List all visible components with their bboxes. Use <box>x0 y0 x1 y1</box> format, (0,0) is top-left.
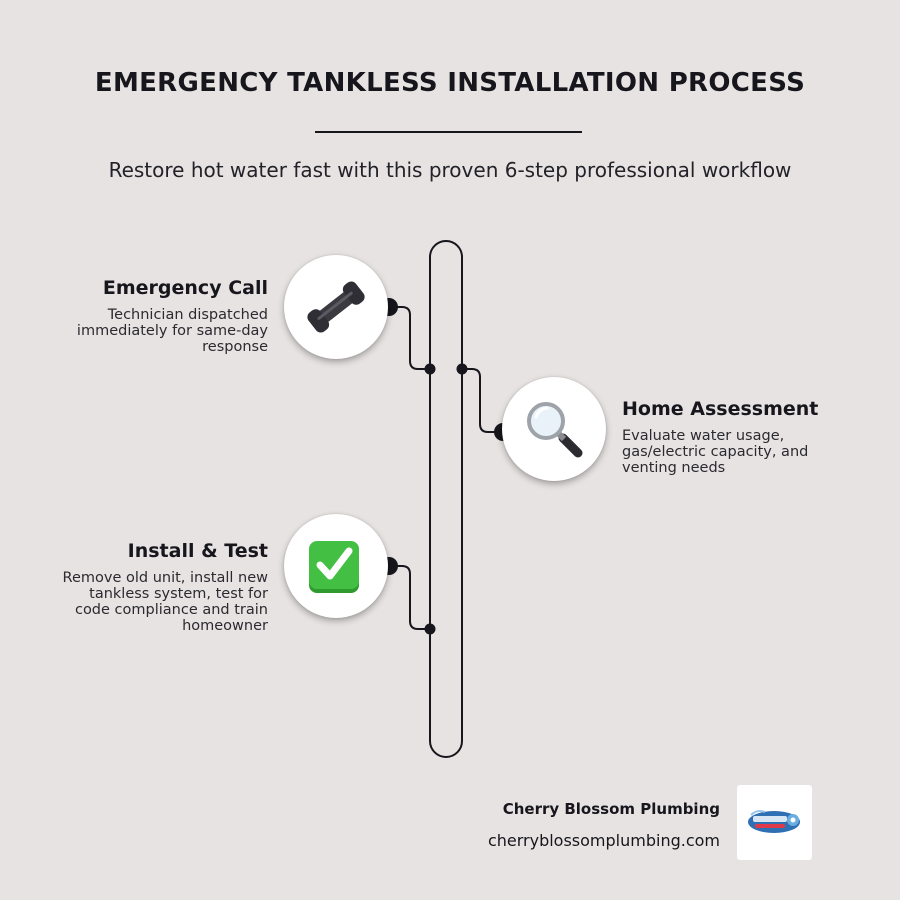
step-title: Emergency Call <box>102 277 268 299</box>
step-install-test: Install & Test Remove old unit, install … <box>28 540 268 634</box>
junction-emergency-call <box>424 363 436 375</box>
check-mark-icon <box>309 541 359 593</box>
title-divider <box>315 131 582 133</box>
step-home-assessment: Home Assessment Evaluate water usage, ga… <box>622 398 892 476</box>
telephone-icon <box>307 281 365 333</box>
company-name: Cherry Blossom Plumbing <box>502 800 720 818</box>
step-description: Evaluate water usage, gas/electric capac… <box>622 428 809 476</box>
page-subtitle: Restore hot water fast with this proven … <box>108 158 792 182</box>
step-title: Install & Test <box>127 540 268 562</box>
logo-icon <box>748 810 800 833</box>
connector-emergency-call <box>389 306 430 370</box>
junction-install-test <box>424 623 436 635</box>
company-logo <box>737 785 812 860</box>
connector-install-test <box>389 565 430 630</box>
step-icon-circle-emergency-call <box>284 255 388 359</box>
step-icon-circle-home-assessment <box>502 377 606 481</box>
page-title: EMERGENCY TANKLESS INSTALLATION PROCESS <box>94 68 806 98</box>
junction-home-assessment <box>456 363 468 375</box>
connector-home-assessment <box>462 368 503 433</box>
step-emergency-call: Emergency Call Technician dispatched imm… <box>28 277 268 355</box>
company-website[interactable]: cherryblossomplumbing.com <box>487 831 720 850</box>
step-description: Technician dispatched immediately for sa… <box>76 307 268 355</box>
magnifying-glass-icon <box>527 402 583 458</box>
step-description: Remove old unit, install new tankless sy… <box>62 570 268 634</box>
step-icon-circle-install-test <box>284 514 388 618</box>
timeline-track <box>429 240 463 758</box>
step-title: Home Assessment <box>622 398 819 420</box>
